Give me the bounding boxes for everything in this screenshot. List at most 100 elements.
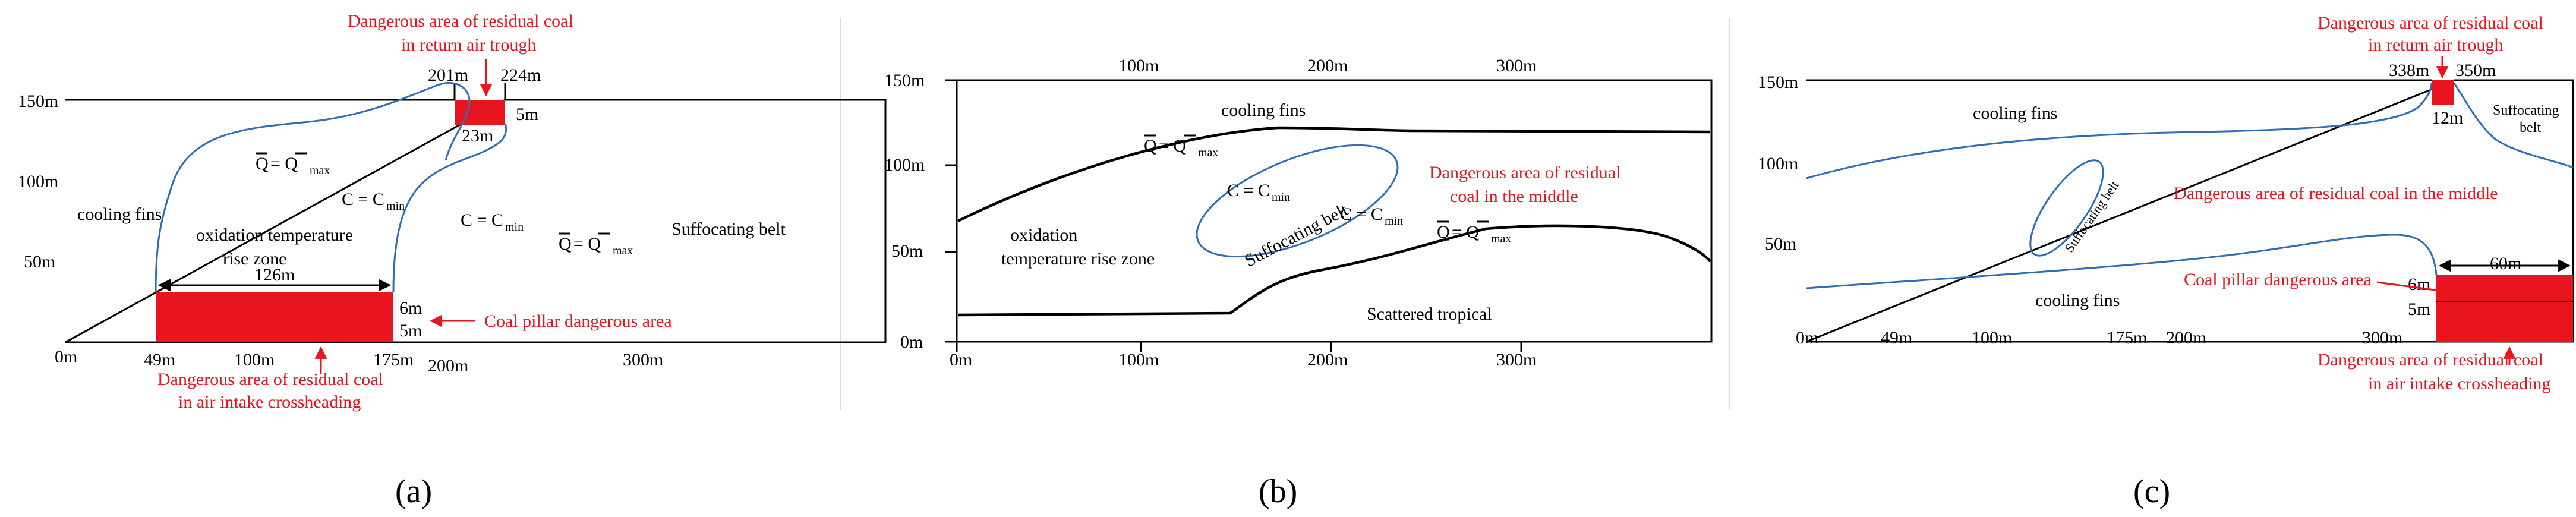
c-lower-boundary [1806, 234, 2438, 289]
svg-text:C = C: C = C [461, 210, 503, 230]
svg-text:max: max [1491, 232, 1511, 245]
panel-a-frame [65, 99, 887, 343]
a-x-label-200: 200m [428, 356, 468, 376]
svg-text:= Q: = Q [1452, 222, 1479, 242]
panel-a: 150m 100m 50m 0m 49m 100m 175m 200m 300m… [18, 11, 887, 510]
a-intake-title-line2: in air intake crossheading [178, 392, 361, 412]
c-x-label-200: 200m [2166, 328, 2206, 348]
c-x-label-300: 300m [2362, 328, 2402, 348]
svg-text:min: min [386, 200, 405, 213]
a-pillar-label: Coal pillar dangerous area [484, 311, 672, 331]
a-y-label-50: 50m [24, 252, 55, 272]
svg-text:min: min [1385, 215, 1403, 228]
b-zone-oxidation-line1: oxidation [1010, 225, 1077, 245]
c-danger-middle: Dangerous area of residual coal in the m… [2174, 184, 2498, 203]
c-y-label-0: 0m [1796, 328, 1818, 348]
b-scatter-boundary [957, 224, 1711, 317]
c-pillar-label: Coal pillar dangerous area [2184, 270, 2372, 289]
svg-text:C = C: C = C [1227, 181, 1270, 200]
svg-text:Q: Q [256, 154, 269, 174]
b-cooling-boundary [957, 126, 1711, 223]
panel-c: 150m 100m 50m 0m 49m 100m 175m 200m 300m… [1758, 13, 2574, 510]
c-mark-350: 350m [2455, 61, 2496, 80]
panel-b-frame [956, 79, 1713, 343]
svg-text:= Q: = Q [573, 234, 601, 254]
svg-text:min: min [505, 220, 524, 234]
a-mark-224: 224m [500, 65, 541, 85]
a-right-boundary [392, 124, 507, 293]
svg-text:C = C: C = C [1340, 204, 1383, 224]
svg-text:Q: Q [559, 234, 572, 254]
a-y-label-100: 100m [18, 172, 58, 191]
b-x-bottom-100: 100m [1118, 350, 1159, 370]
c-y-label-150: 150m [1758, 72, 1798, 92]
c-upper-boundary [1806, 83, 2433, 179]
a-zone-oxidation-line2: rise zone [223, 249, 286, 269]
svg-text:max: max [1198, 146, 1218, 159]
panel-b: 150m 100m 50m 0m 100m 200m 300m 0m 100m … [884, 56, 1713, 510]
b-zone-oxidation-line2: temperature rise zone [1001, 249, 1155, 269]
a-y-label-150: 150m [18, 92, 58, 111]
a-intake-h2: 5m [399, 321, 422, 341]
c-pillar-arrow [2376, 281, 2468, 299]
c-zone-suffocating-small: Suffocating belt [2061, 178, 2121, 255]
b-x-bottom-300: 300m [1496, 350, 1537, 370]
c-intake-title-line1: Dangerous area of residual coal [2318, 350, 2543, 370]
c-return-trough-zone [2432, 80, 2454, 105]
b-eq-q-max-2: Q = Q max [1437, 220, 1511, 245]
b-x-bottom-200: 200m [1307, 350, 1348, 370]
c-intake-h2: 5m [2408, 300, 2430, 319]
a-x-label-49: 49m [144, 350, 175, 370]
a-x-label-300: 300m [623, 350, 663, 370]
caption-b: (b) [1259, 473, 1297, 510]
a-mark-201: 201m [428, 65, 468, 85]
b-x-top-200: 200m [1307, 56, 1348, 75]
c-y-label-50: 50m [1765, 234, 1796, 254]
b-x-top-300: 300m [1496, 56, 1537, 75]
b-x-top-100: 100m [1118, 56, 1159, 75]
b-suffocating-belt-outline [1196, 144, 1399, 258]
c-zone-suffocating-right-line1: Suffocating [2493, 103, 2559, 118]
a-zone-cooling: cooling fins [77, 204, 162, 224]
caption-c: (c) [2133, 473, 2170, 510]
c-suffocating-belt-outline [2029, 159, 2104, 257]
c-intake-title-line2: in air intake crossheading [2368, 374, 2550, 393]
a-eq-q-max-1: Q = Q max [256, 152, 330, 177]
c-intake-width: 60m [2490, 254, 2521, 273]
a-eq-q-max-2: Q = Q max [559, 232, 633, 257]
b-danger-middle-line2: coal in the middle [1450, 187, 1578, 206]
b-zone-suffocating: Suffocating belt [1241, 200, 1352, 271]
a-return-trough-title-line2: in return air trough [401, 35, 536, 55]
c-mark-338: 338m [2389, 61, 2429, 80]
c-zone-cooling-bottom: cooling fins [2035, 291, 2120, 310]
a-intake-h1: 6m [399, 298, 422, 318]
c-return-trough-title-line2: in return air trough [2368, 35, 2503, 55]
a-intake-zone [156, 292, 393, 342]
a-eq-c-min-2: C = C min [461, 210, 524, 234]
caption-a: (a) [395, 473, 432, 510]
c-x-label-100: 100m [1972, 328, 2012, 348]
a-eq-c-min-1: C = C min [342, 190, 405, 213]
a-x-label-100: 100m [234, 350, 275, 370]
a-zone-suffocating: Suffocating belt [671, 219, 786, 239]
c-return-trough-width: 12m [2432, 108, 2463, 128]
a-left-boundary [155, 82, 471, 293]
b-y-label-100: 100m [884, 155, 925, 175]
c-zone-suffocating-right-line2: belt [2520, 120, 2541, 135]
a-intake-title-line1: Dangerous area of residual coal [157, 370, 383, 389]
b-danger-middle-line1: Dangerous area of residual [1429, 163, 1620, 182]
svg-text:min: min [1272, 191, 1290, 204]
a-return-trough-zone [455, 100, 505, 125]
b-y-label-50: 50m [891, 241, 923, 261]
c-x-label-175: 175m [2107, 328, 2147, 348]
c-zone-cooling-top: cooling fins [1973, 103, 2058, 123]
c-right-upper-boundary [2453, 83, 2574, 169]
a-y-label-0: 0m [55, 347, 77, 367]
svg-text:C = C: C = C [342, 190, 384, 209]
b-eq-c-min-1: C = C min [1227, 181, 1290, 204]
svg-text:Q: Q [1144, 136, 1157, 156]
c-intake-zone [2436, 275, 2573, 342]
c-intake-h1: 6m [2408, 275, 2430, 294]
a-return-trough-width: 23m [462, 126, 493, 146]
